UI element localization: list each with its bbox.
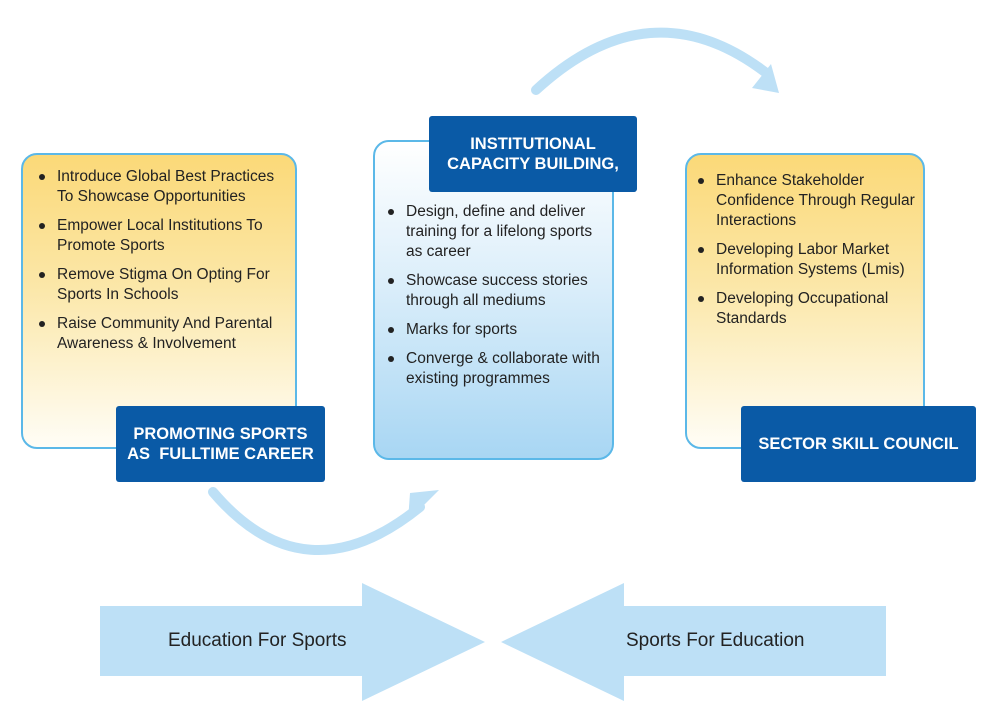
label-line: CAPACITY BUILDING,: [447, 155, 619, 173]
sector-skill-council-card: Enhance Stakeholder Confidence Through R…: [685, 153, 925, 449]
sports-for-education-text: Sports For Education: [626, 630, 805, 651]
curved-arrow-bottom-head: [408, 490, 439, 521]
arrow-education-for-sports: [100, 583, 485, 701]
list-item: Converge & collaborate with existing pro…: [386, 349, 610, 389]
list-item: Empower Local Institutions To Promote Sp…: [37, 216, 287, 256]
promoting-sports-label: PROMOTING SPORTS AS FULLTIME CAREER: [116, 406, 325, 482]
capacity-building-label: INSTITUTIONAL CAPACITY BUILDING,: [429, 116, 637, 192]
label-line: PROMOTING SPORTS: [133, 425, 308, 443]
list-item: Raise Community And Parental Awareness &…: [37, 314, 287, 354]
sector-skill-council-list: Enhance Stakeholder Confidence Through R…: [696, 171, 921, 338]
list-item: Showcase success stories through all med…: [386, 271, 610, 311]
list-item: Enhance Stakeholder Confidence Through R…: [696, 171, 921, 231]
promoting-sports-list: Introduce Global Best Practices To Showc…: [37, 167, 287, 363]
sector-skill-council-label: SECTOR SKILL COUNCIL: [741, 406, 976, 482]
list-item: Developing Occupational Standards: [696, 289, 921, 329]
label-line: SECTOR SKILL COUNCIL: [758, 435, 959, 453]
capacity-building-list: Design, define and deliver training for …: [386, 202, 610, 398]
list-item: Design, define and deliver training for …: [386, 202, 610, 262]
list-item: Developing Labor Market Information Syst…: [696, 240, 921, 280]
curved-arrow-top: [531, 27, 770, 95]
list-item: Introduce Global Best Practices To Showc…: [37, 167, 287, 207]
education-for-sports-text: Education For Sports: [168, 630, 347, 651]
label-line: INSTITUTIONAL: [470, 135, 596, 153]
label-line: AS FULLTIME CAREER: [127, 445, 314, 463]
list-item: Marks for sports: [386, 320, 610, 340]
arrow-sports-for-education: [501, 583, 886, 701]
curved-arrow-top-head: [752, 64, 779, 93]
promoting-sports-card: Introduce Global Best Practices To Showc…: [21, 153, 297, 449]
list-item: Remove Stigma On Opting For Sports In Sc…: [37, 265, 287, 305]
curved-arrow-bottom: [208, 487, 425, 556]
